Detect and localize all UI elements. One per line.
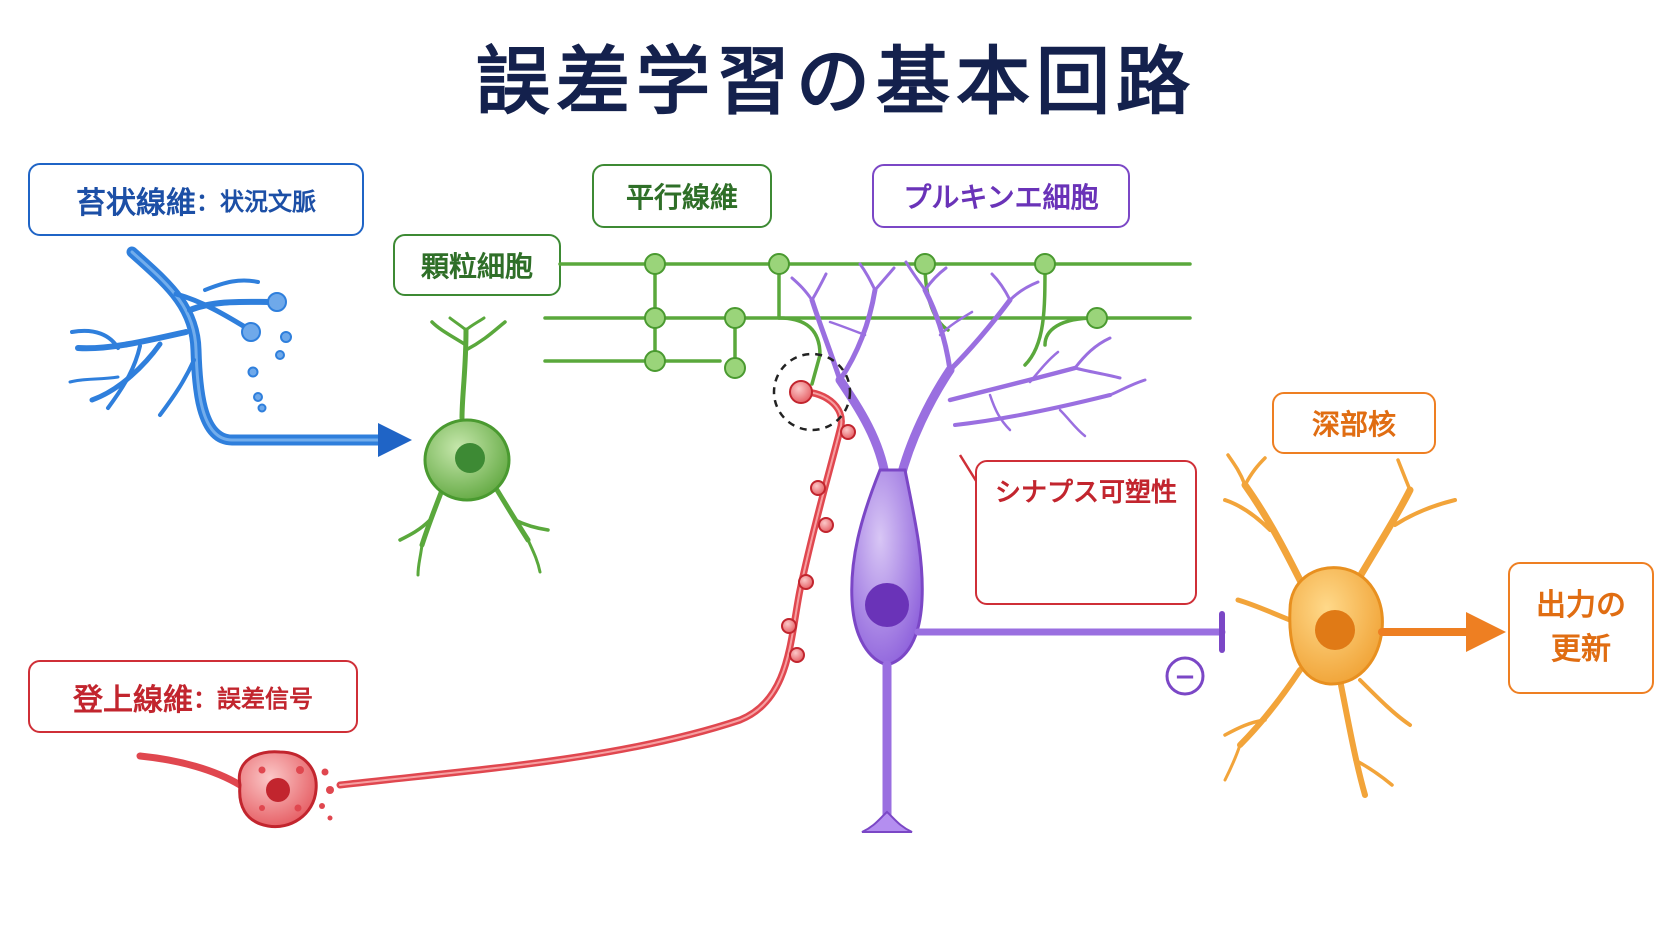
deep-nucleus-cell-nucleus bbox=[1315, 610, 1355, 650]
granule-cell-nucleus bbox=[455, 443, 485, 473]
inhibition-sign: − bbox=[1174, 662, 1196, 692]
diagram-title: 誤差学習の基本回路 bbox=[476, 39, 1196, 125]
mossy-fiber-name: 苔状線維 bbox=[76, 185, 196, 221]
climbing-fiber-varicosities bbox=[781, 380, 856, 663]
separator: ： bbox=[196, 188, 220, 216]
mossy-fiber-label: 苔状線維 ： 状況文脈 bbox=[28, 163, 364, 236]
purkinje-cell bbox=[850, 468, 1226, 833]
synaptic-plasticity-callout: シナプス可塑性 bbox=[975, 460, 1197, 605]
synapse-highlight-circle bbox=[772, 352, 852, 432]
output-line-1: 出力の bbox=[1536, 588, 1626, 623]
mossy-fiber-terminals bbox=[241, 292, 292, 413]
climbing-fiber-role: 誤差信号 bbox=[217, 685, 313, 713]
output-line-2: 更新 bbox=[1551, 632, 1611, 667]
purkinje-cell-label: プルキンエ細胞 bbox=[872, 164, 1130, 228]
granule-cell-label: 顆粒細胞 bbox=[393, 234, 561, 296]
arrow-right-icon bbox=[1466, 612, 1506, 652]
deep-nucleus-neuron bbox=[1223, 453, 1457, 798]
synaptic-plasticity-label: シナプス可塑性 bbox=[994, 478, 1177, 508]
inferior-olive-neuron bbox=[237, 750, 334, 829]
output-update-label: 出力の 更新 bbox=[1508, 562, 1654, 694]
climbing-fiber bbox=[136, 388, 845, 789]
purkinje-cell-nucleus bbox=[865, 583, 909, 627]
separator: ： bbox=[193, 685, 217, 713]
arrow-right-icon bbox=[378, 423, 412, 457]
climbing-fiber-name: 登上線維 bbox=[73, 682, 193, 718]
mossy-fiber-role: 状況文脈 bbox=[220, 188, 316, 216]
parallel-fiber-label: 平行線維 bbox=[592, 164, 772, 228]
mossy-fiber bbox=[68, 246, 388, 446]
parallel-fiber-synapses bbox=[644, 253, 1108, 379]
climbing-fiber-label: 登上線維 ： 誤差信号 bbox=[28, 660, 358, 733]
purkinje-dendritic-tree bbox=[790, 260, 1147, 485]
deep-nucleus-label: 深部核 bbox=[1272, 392, 1436, 454]
inhibition-minus-icon: − bbox=[1165, 656, 1205, 696]
